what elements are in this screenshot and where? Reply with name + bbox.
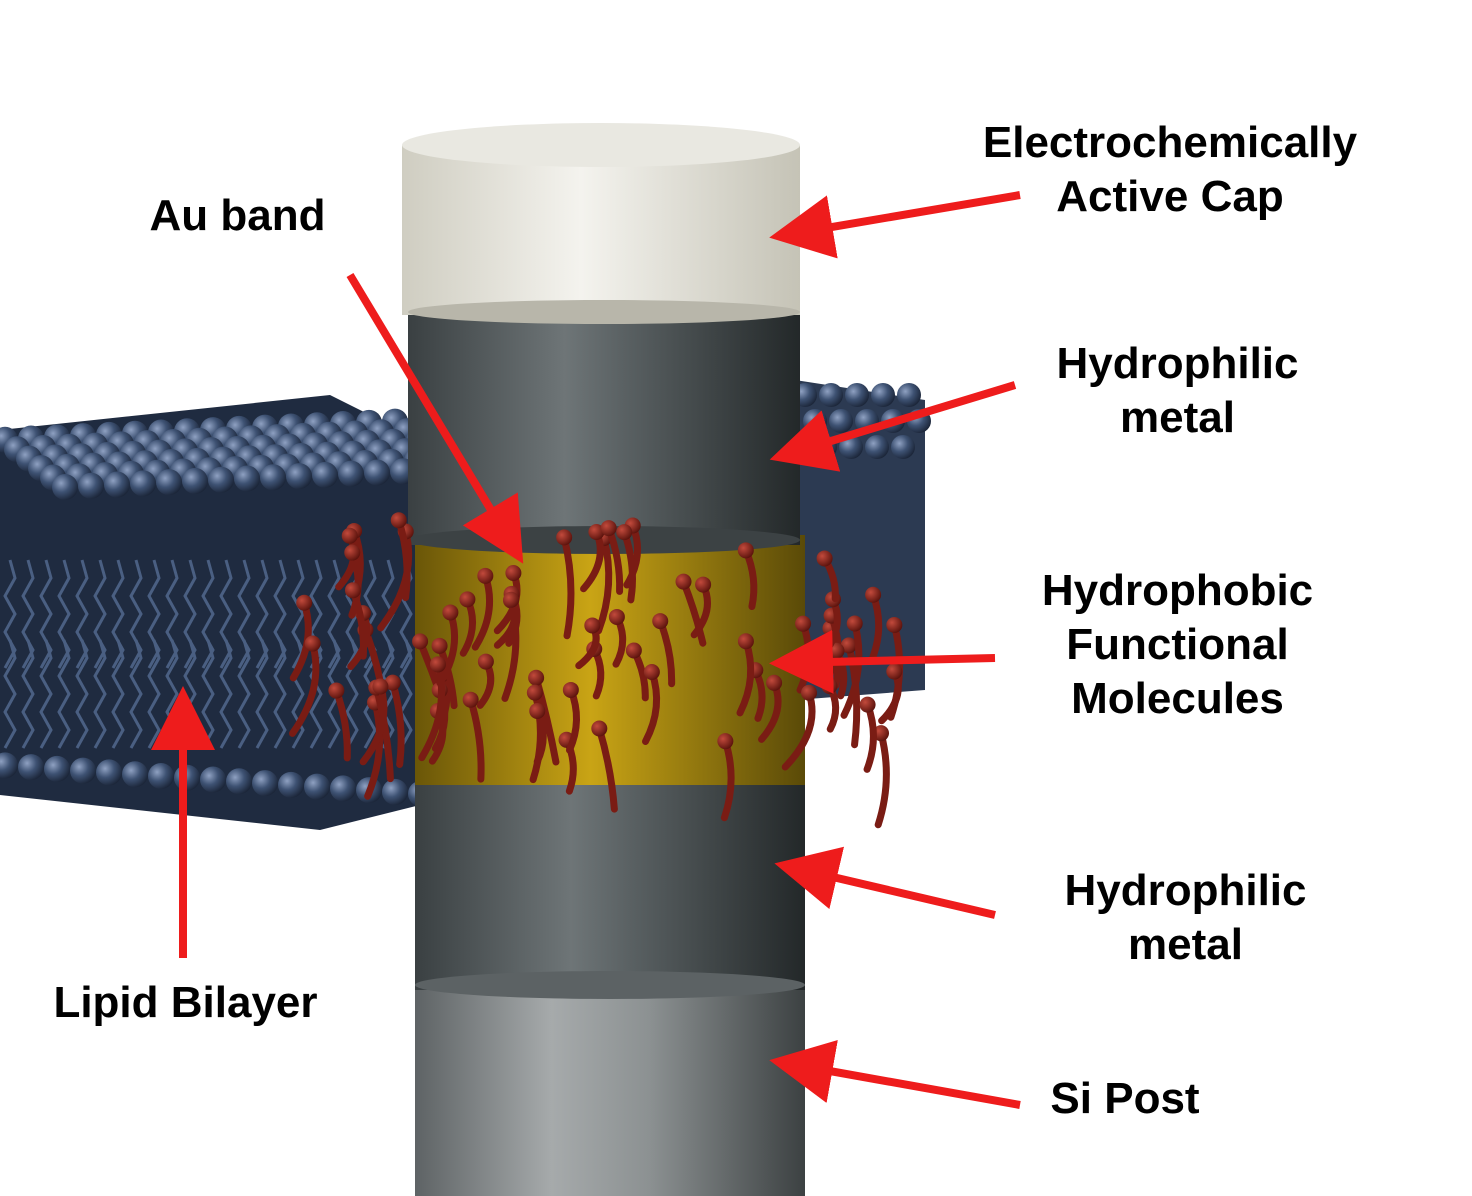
- hydrophobic-functional-molecules: [288, 512, 904, 829]
- hydrophilic-metal-bottom-band: [415, 770, 805, 999]
- lipid-bilayer-left: [0, 395, 442, 830]
- label-hydrophilic-metal-bottom: Hydrophilic metal: [1064, 866, 1307, 969]
- hydrophilic-metal-top-band: [408, 305, 800, 554]
- silicon-post: [415, 975, 805, 1196]
- arrow-au-band: [346, 272, 524, 564]
- arrow-si-post: [769, 1039, 1021, 1109]
- annotation-arrows: [151, 191, 1021, 1109]
- label-electrochemically-active-cap: Electrochemically Active Cap: [982, 118, 1358, 221]
- label-hydrophilic-metal-top: Hydrophilic metal: [1056, 339, 1299, 442]
- arrow-cap: [769, 191, 1021, 259]
- arrow-hydrophilic-bottom: [774, 846, 996, 919]
- label-au-band: Au band: [149, 191, 326, 240]
- label-lipid-bilayer: Lipid Bilayer: [53, 978, 318, 1027]
- arrow-hydrophobic: [769, 629, 996, 694]
- arrow-hydrophilic-top: [769, 381, 1017, 472]
- electrochemically-active-cap: [402, 123, 800, 324]
- label-si-post: Si Post: [1050, 1074, 1200, 1123]
- label-hydrophobic-functional-molecules: Hydrophobic Functional Molecules: [1041, 566, 1314, 723]
